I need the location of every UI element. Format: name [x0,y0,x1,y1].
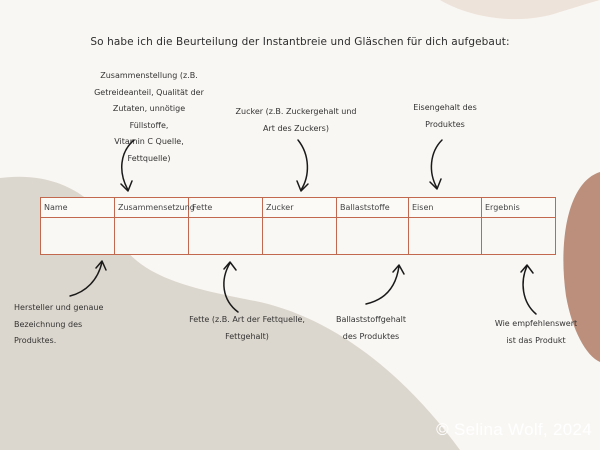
annotation-zucker: Zucker (z.B. Zuckergehalt und Art des Zu… [235,107,357,133]
column-header-zucker: Zucker [262,197,337,218]
table-cell [262,217,337,255]
page-title: So habe ich die Beurteilung der Instantb… [90,36,510,48]
annotation-fette: Fette (z.B. Art der Fettquelle, Fettgeha… [189,315,305,341]
column-header-eisen: Eisen [408,197,482,218]
column-header-ballaststoffe: Ballaststoffe [336,197,409,218]
copyright-text: © Selina Wolf, 2024 [436,420,592,439]
annotation-eisen: Eisengehalt des Produktes [413,103,477,129]
cream-blob-shape [440,0,600,20]
annotation-name: Hersteller und genaue Bezeichnung des Pr… [14,303,104,345]
table-cell [336,217,409,255]
table-cell [188,217,263,255]
table-cell [40,217,115,255]
table-row [40,217,556,255]
annotation-zusammensetzung: Zusammenstellung (z.B. Getreideanteil, Q… [94,71,204,163]
annotation-ergebnis: Wie empfehlenswert ist das Produkt [494,319,578,345]
column-header-fette: Fette [188,197,263,218]
annotation-ballaststoffe: Ballaststoffgehalt des Produktes [335,315,407,341]
column-header-name: Name [40,197,115,218]
column-header-zusammensetzung: Zusammensetzung [114,197,195,218]
rating-table: Name Zusammensetzung Fette Zucker Ballas… [40,197,556,255]
brown-blob-shape [563,172,600,362]
column-header-ergebnis: Ergebnis [481,197,556,218]
table-cell [114,217,189,255]
table-cell [481,217,556,255]
table-header-row: Name Zusammensetzung Fette Zucker Ballas… [40,197,556,218]
table-cell [408,217,482,255]
